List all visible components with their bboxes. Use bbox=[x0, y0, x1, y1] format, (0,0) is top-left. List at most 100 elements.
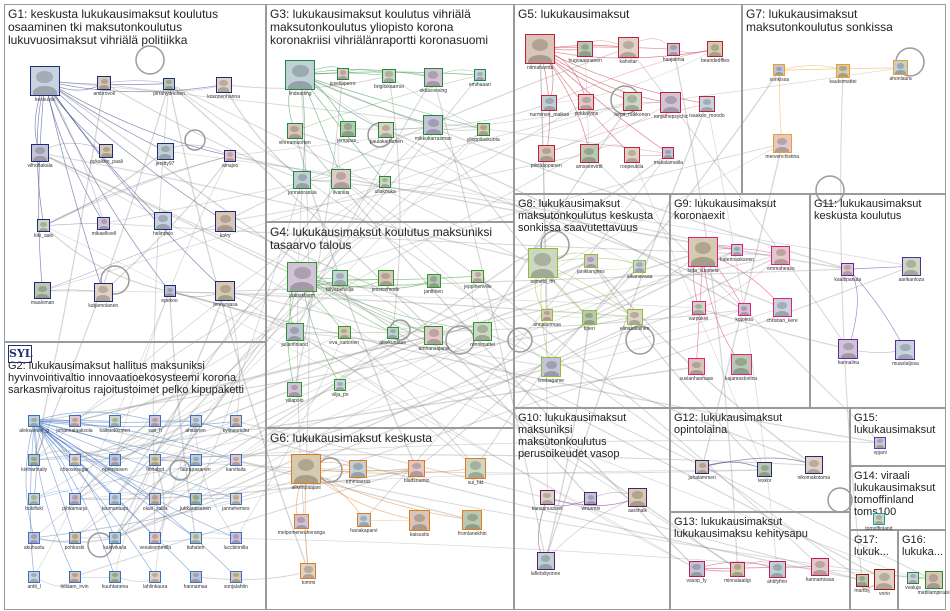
avatar-node[interactable] bbox=[838, 339, 859, 360]
avatar-node[interactable] bbox=[108, 415, 121, 428]
avatar-node[interactable] bbox=[189, 531, 202, 544]
avatar-node[interactable] bbox=[300, 563, 317, 580]
avatar-node[interactable] bbox=[29, 65, 60, 96]
avatar-node[interactable] bbox=[287, 381, 303, 397]
avatar-node[interactable] bbox=[423, 67, 443, 87]
avatar-node[interactable] bbox=[163, 285, 176, 298]
avatar-node[interactable] bbox=[108, 454, 121, 467]
avatar-node[interactable] bbox=[379, 175, 392, 188]
avatar-node[interactable] bbox=[660, 92, 682, 114]
avatar-node[interactable] bbox=[536, 551, 555, 570]
avatar-node[interactable] bbox=[229, 531, 242, 544]
avatar-node[interactable] bbox=[688, 236, 719, 267]
avatar-node[interactable] bbox=[731, 244, 744, 257]
avatar-node[interactable] bbox=[189, 454, 202, 467]
avatar-node[interactable] bbox=[386, 326, 399, 339]
avatar-node[interactable] bbox=[28, 454, 41, 467]
avatar-node[interactable] bbox=[424, 326, 444, 346]
avatar-node[interactable] bbox=[691, 300, 706, 315]
avatar-node[interactable] bbox=[667, 42, 681, 56]
avatar-node[interactable] bbox=[626, 308, 643, 325]
avatar-node[interactable] bbox=[579, 144, 599, 164]
avatar-node[interactable] bbox=[729, 561, 745, 577]
avatar-node[interactable] bbox=[757, 462, 773, 478]
avatar-node[interactable] bbox=[291, 453, 322, 484]
avatar-node[interactable] bbox=[737, 303, 751, 317]
avatar-node[interactable] bbox=[810, 557, 829, 576]
avatar-node[interactable] bbox=[836, 63, 851, 78]
avatar-node[interactable] bbox=[688, 560, 705, 577]
avatar-node[interactable] bbox=[285, 323, 304, 342]
avatar-node[interactable] bbox=[584, 492, 598, 506]
avatar-node[interactable] bbox=[473, 322, 493, 342]
avatar-node[interactable] bbox=[662, 147, 675, 160]
avatar-node[interactable] bbox=[465, 457, 487, 479]
avatar-node[interactable] bbox=[149, 415, 162, 428]
avatar-node[interactable] bbox=[377, 270, 394, 287]
avatar-node[interactable] bbox=[229, 454, 242, 467]
avatar-node[interactable] bbox=[855, 573, 869, 587]
avatar-node[interactable] bbox=[68, 454, 81, 467]
avatar-node[interactable] bbox=[34, 282, 52, 300]
avatar-node[interactable] bbox=[525, 33, 556, 64]
avatar-node[interactable] bbox=[874, 436, 887, 449]
avatar-node[interactable] bbox=[581, 309, 597, 325]
avatar-node[interactable] bbox=[476, 122, 490, 136]
avatar-node[interactable] bbox=[541, 357, 562, 378]
avatar-node[interactable] bbox=[378, 121, 395, 138]
avatar-node[interactable] bbox=[771, 245, 791, 265]
avatar-node[interactable] bbox=[617, 37, 639, 59]
avatar-node[interactable] bbox=[539, 489, 555, 505]
avatar-node[interactable] bbox=[537, 144, 555, 162]
avatar-node[interactable] bbox=[730, 354, 752, 376]
avatar-node[interactable] bbox=[901, 256, 921, 276]
avatar-node[interactable] bbox=[773, 64, 786, 77]
avatar-node[interactable] bbox=[423, 115, 444, 136]
avatar-node[interactable] bbox=[473, 69, 486, 82]
avatar-node[interactable] bbox=[768, 561, 786, 579]
avatar-node[interactable] bbox=[97, 216, 111, 230]
avatar-node[interactable] bbox=[872, 512, 885, 525]
avatar-node[interactable] bbox=[356, 512, 371, 527]
avatar-node[interactable] bbox=[287, 261, 318, 292]
avatar-node[interactable] bbox=[622, 91, 642, 111]
avatar-node[interactable] bbox=[37, 219, 51, 233]
avatar-node[interactable] bbox=[149, 493, 162, 505]
avatar-node[interactable] bbox=[68, 570, 81, 583]
avatar-node[interactable] bbox=[541, 308, 554, 321]
avatar-node[interactable] bbox=[633, 259, 647, 273]
avatar-node[interactable] bbox=[28, 531, 41, 544]
avatar-node[interactable] bbox=[215, 76, 232, 93]
avatar-node[interactable] bbox=[895, 339, 916, 360]
avatar-node[interactable] bbox=[149, 531, 162, 544]
avatar-node[interactable] bbox=[349, 460, 368, 479]
avatar-node[interactable] bbox=[189, 415, 202, 428]
avatar-node[interactable] bbox=[28, 415, 41, 428]
avatar-node[interactable] bbox=[286, 122, 303, 139]
avatar-node[interactable] bbox=[214, 210, 236, 232]
avatar-node[interactable] bbox=[462, 510, 483, 531]
avatar-node[interactable] bbox=[224, 149, 237, 162]
avatar-node[interactable] bbox=[873, 569, 895, 590]
avatar-node[interactable] bbox=[99, 143, 114, 158]
avatar-node[interactable] bbox=[93, 282, 113, 302]
avatar-node[interactable] bbox=[772, 134, 792, 154]
avatar-node[interactable] bbox=[623, 146, 640, 163]
avatar-node[interactable] bbox=[189, 570, 202, 583]
avatar-node[interactable] bbox=[426, 273, 441, 288]
avatar-node[interactable] bbox=[695, 460, 710, 475]
avatar-node[interactable] bbox=[154, 212, 173, 231]
avatar-node[interactable] bbox=[340, 120, 357, 137]
avatar-node[interactable] bbox=[577, 40, 594, 57]
avatar-node[interactable] bbox=[331, 168, 352, 189]
avatar-node[interactable] bbox=[893, 60, 909, 76]
avatar-node[interactable] bbox=[108, 493, 121, 505]
avatar-node[interactable] bbox=[149, 454, 162, 467]
avatar-node[interactable] bbox=[229, 493, 242, 505]
avatar-node[interactable] bbox=[804, 456, 823, 475]
avatar-node[interactable] bbox=[772, 298, 792, 318]
avatar-node[interactable] bbox=[541, 95, 558, 112]
avatar-node[interactable] bbox=[331, 269, 348, 286]
avatar-node[interactable] bbox=[97, 76, 112, 91]
avatar-node[interactable] bbox=[189, 493, 202, 505]
